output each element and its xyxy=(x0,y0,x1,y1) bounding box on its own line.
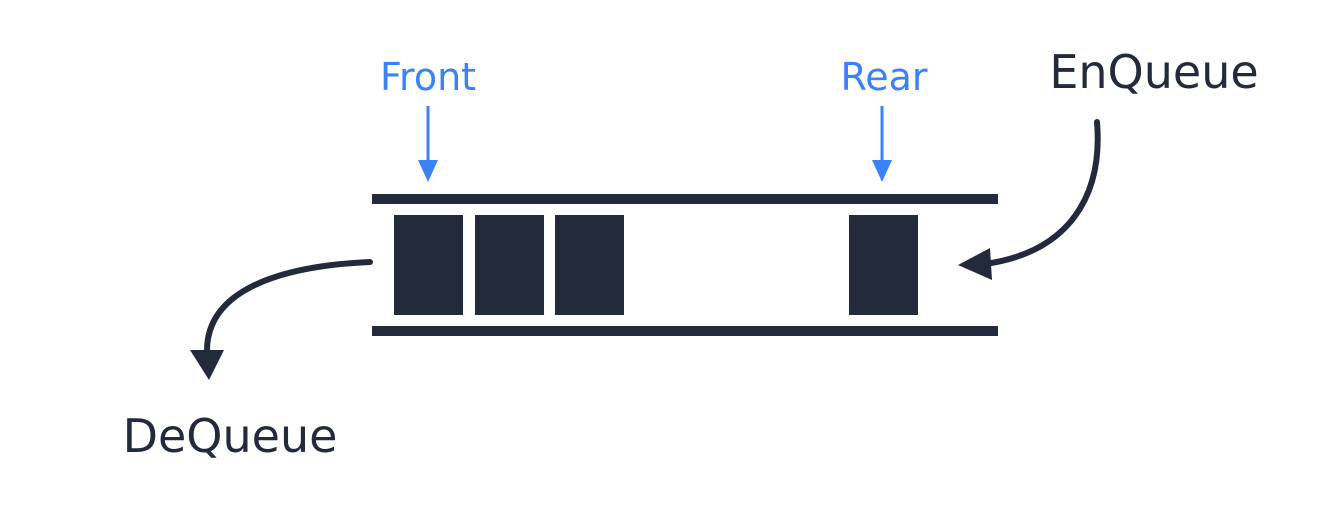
queue-top-rail xyxy=(372,194,998,204)
rear-pointer-arrow-icon xyxy=(872,106,892,182)
front-label: Front xyxy=(380,55,476,99)
dequeue-arrow-icon xyxy=(190,259,373,380)
dequeue-label: DeQueue xyxy=(123,409,338,463)
enqueue-arrow-icon xyxy=(958,119,1101,280)
queue-element-front xyxy=(394,215,463,315)
front-pointer-arrow-icon xyxy=(418,106,438,182)
queue-element-middle xyxy=(555,215,624,315)
rear-label: Rear xyxy=(841,55,928,99)
queue-bottom-rail xyxy=(372,326,998,336)
queue-elements xyxy=(394,215,918,315)
queue-element-rear xyxy=(849,215,918,315)
enqueue-label: EnQueue xyxy=(1049,45,1258,99)
queue-element-middle xyxy=(475,215,544,315)
